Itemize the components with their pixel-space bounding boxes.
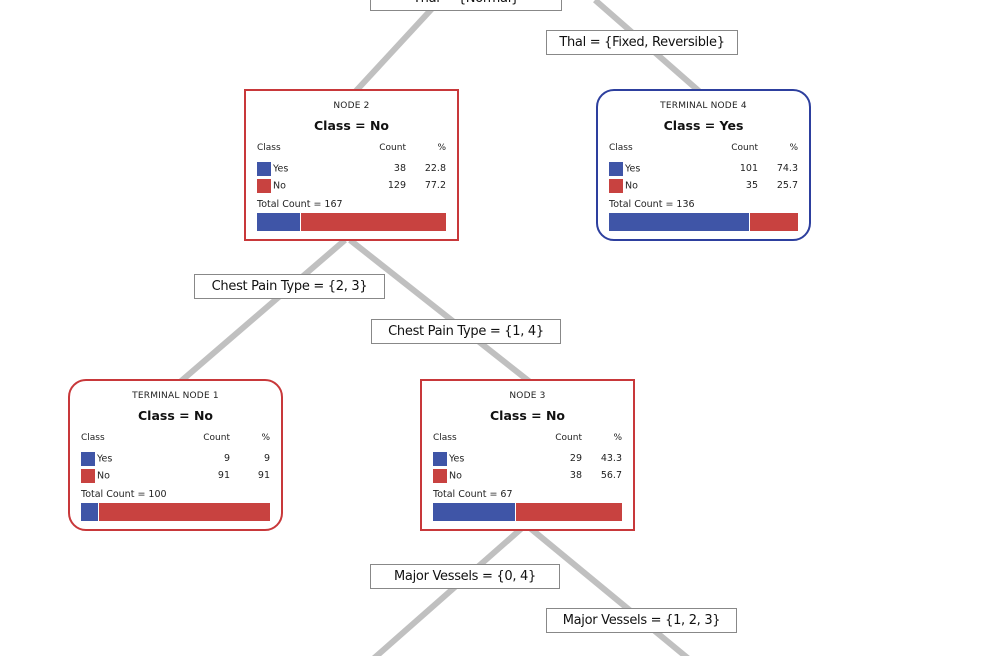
row-label: Yes <box>449 453 465 465</box>
yes-pct: 22.8 <box>424 163 446 174</box>
no-pct: 91 <box>257 470 270 481</box>
row-label: No <box>449 470 462 482</box>
header-class: Class <box>433 433 457 443</box>
yes-pct: 43.3 <box>600 453 622 464</box>
no-swatch <box>609 179 623 193</box>
bar-no-segment <box>99 503 270 521</box>
yes-pct: 9 <box>263 453 270 464</box>
table-row-no: No 129 77.2 <box>257 179 446 193</box>
no-swatch <box>81 469 95 483</box>
yes-count: 29 <box>569 453 582 464</box>
header-count: Count <box>731 143 758 153</box>
edge-root-node2 <box>352 0 443 95</box>
row-label: No <box>625 180 638 192</box>
no-swatch <box>433 469 447 483</box>
node-2[interactable]: NODE 2 Class = No Class Count % Yes 38 2… <box>244 89 459 241</box>
table-header: Class Count % <box>609 143 798 157</box>
table-header: Class Count % <box>433 433 622 447</box>
header-class: Class <box>81 433 105 443</box>
yes-swatch <box>257 162 271 176</box>
node-title: NODE 3 <box>509 391 546 401</box>
node-class: Class = No <box>138 408 213 423</box>
header-pct: % <box>613 433 622 443</box>
table-row-no: No 38 56.7 <box>433 469 622 483</box>
node-class: Class = Yes <box>663 118 744 133</box>
no-pct: 77.2 <box>424 180 446 191</box>
node-title: TERMINAL NODE 4 <box>660 101 747 111</box>
class-proportion-bar <box>81 503 270 521</box>
header-pct: % <box>437 143 446 153</box>
table-row-no: No 91 91 <box>81 469 270 483</box>
node-class: Class = No <box>490 408 565 423</box>
bar-yes-segment <box>433 503 516 521</box>
edge-node3-left <box>372 525 524 656</box>
header-count: Count <box>379 143 406 153</box>
table-header: Class Count % <box>257 143 446 157</box>
edge-node3-right <box>528 525 690 656</box>
node-title: TERMINAL NODE 1 <box>132 391 219 401</box>
split-label-cpt-14: Chest Pain Type = {1, 4} <box>371 319 561 344</box>
no-count: 91 <box>217 470 230 481</box>
split-label-cpt-23: Chest Pain Type = {2, 3} <box>194 274 385 299</box>
row-label: Yes <box>273 163 289 175</box>
yes-swatch <box>609 162 623 176</box>
header-class: Class <box>257 143 281 153</box>
row-label: No <box>97 470 110 482</box>
table-row-no: No 35 25.7 <box>609 179 798 193</box>
class-proportion-bar <box>257 213 446 231</box>
terminal-node-1[interactable]: TERMINAL NODE 1 Class = No Class Count %… <box>68 379 283 531</box>
total-count: Total Count = 136 <box>609 199 695 210</box>
table-header: Class Count % <box>81 433 270 447</box>
total-count: Total Count = 100 <box>81 489 167 500</box>
yes-count: 9 <box>223 453 230 464</box>
split-label-thal-normal: Thal = {Normal} <box>370 0 562 11</box>
row-label: Yes <box>625 163 641 175</box>
yes-count: 38 <box>393 163 406 174</box>
bar-yes-segment <box>81 503 99 521</box>
bar-yes-segment <box>609 213 751 231</box>
node-3[interactable]: NODE 3 Class = No Class Count % Yes 29 4… <box>420 379 635 531</box>
yes-swatch <box>433 452 447 466</box>
no-count: 35 <box>745 180 758 191</box>
bar-no-segment <box>515 503 622 521</box>
node-class: Class = No <box>314 118 389 133</box>
split-label-mv-123: Major Vessels = {1, 2, 3} <box>546 608 737 633</box>
yes-count: 101 <box>739 163 758 174</box>
no-swatch <box>257 179 271 193</box>
no-pct: 56.7 <box>600 470 622 481</box>
no-count: 38 <box>569 470 582 481</box>
header-count: Count <box>203 433 230 443</box>
yes-pct: 74.3 <box>776 163 798 174</box>
total-count: Total Count = 67 <box>433 489 513 500</box>
bar-no-segment <box>301 213 446 231</box>
split-label-thal-fixed: Thal = {Fixed, Reversible} <box>546 30 738 55</box>
header-count: Count <box>555 433 582 443</box>
bar-yes-segment <box>257 213 302 231</box>
no-count: 129 <box>387 180 406 191</box>
split-label-mv-04: Major Vessels = {0, 4} <box>370 564 560 589</box>
total-count: Total Count = 167 <box>257 199 343 210</box>
edge-node2-node3 <box>348 237 532 385</box>
table-row-yes: Yes 29 43.3 <box>433 452 622 466</box>
bar-no-segment <box>750 213 798 231</box>
table-row-yes: Yes 38 22.8 <box>257 162 446 176</box>
terminal-node-4[interactable]: TERMINAL NODE 4 Class = Yes Class Count … <box>596 89 811 241</box>
table-row-yes: Yes 9 9 <box>81 452 270 466</box>
row-label: No <box>273 180 286 192</box>
node-title: NODE 2 <box>333 101 370 111</box>
header-pct: % <box>261 433 270 443</box>
table-row-yes: Yes 101 74.3 <box>609 162 798 176</box>
yes-swatch <box>81 452 95 466</box>
no-pct: 25.7 <box>776 180 798 191</box>
row-label: Yes <box>97 453 113 465</box>
header-pct: % <box>789 143 798 153</box>
class-proportion-bar <box>433 503 622 521</box>
header-class: Class <box>609 143 633 153</box>
class-proportion-bar <box>609 213 798 231</box>
edge-node2-node1 <box>178 237 347 385</box>
